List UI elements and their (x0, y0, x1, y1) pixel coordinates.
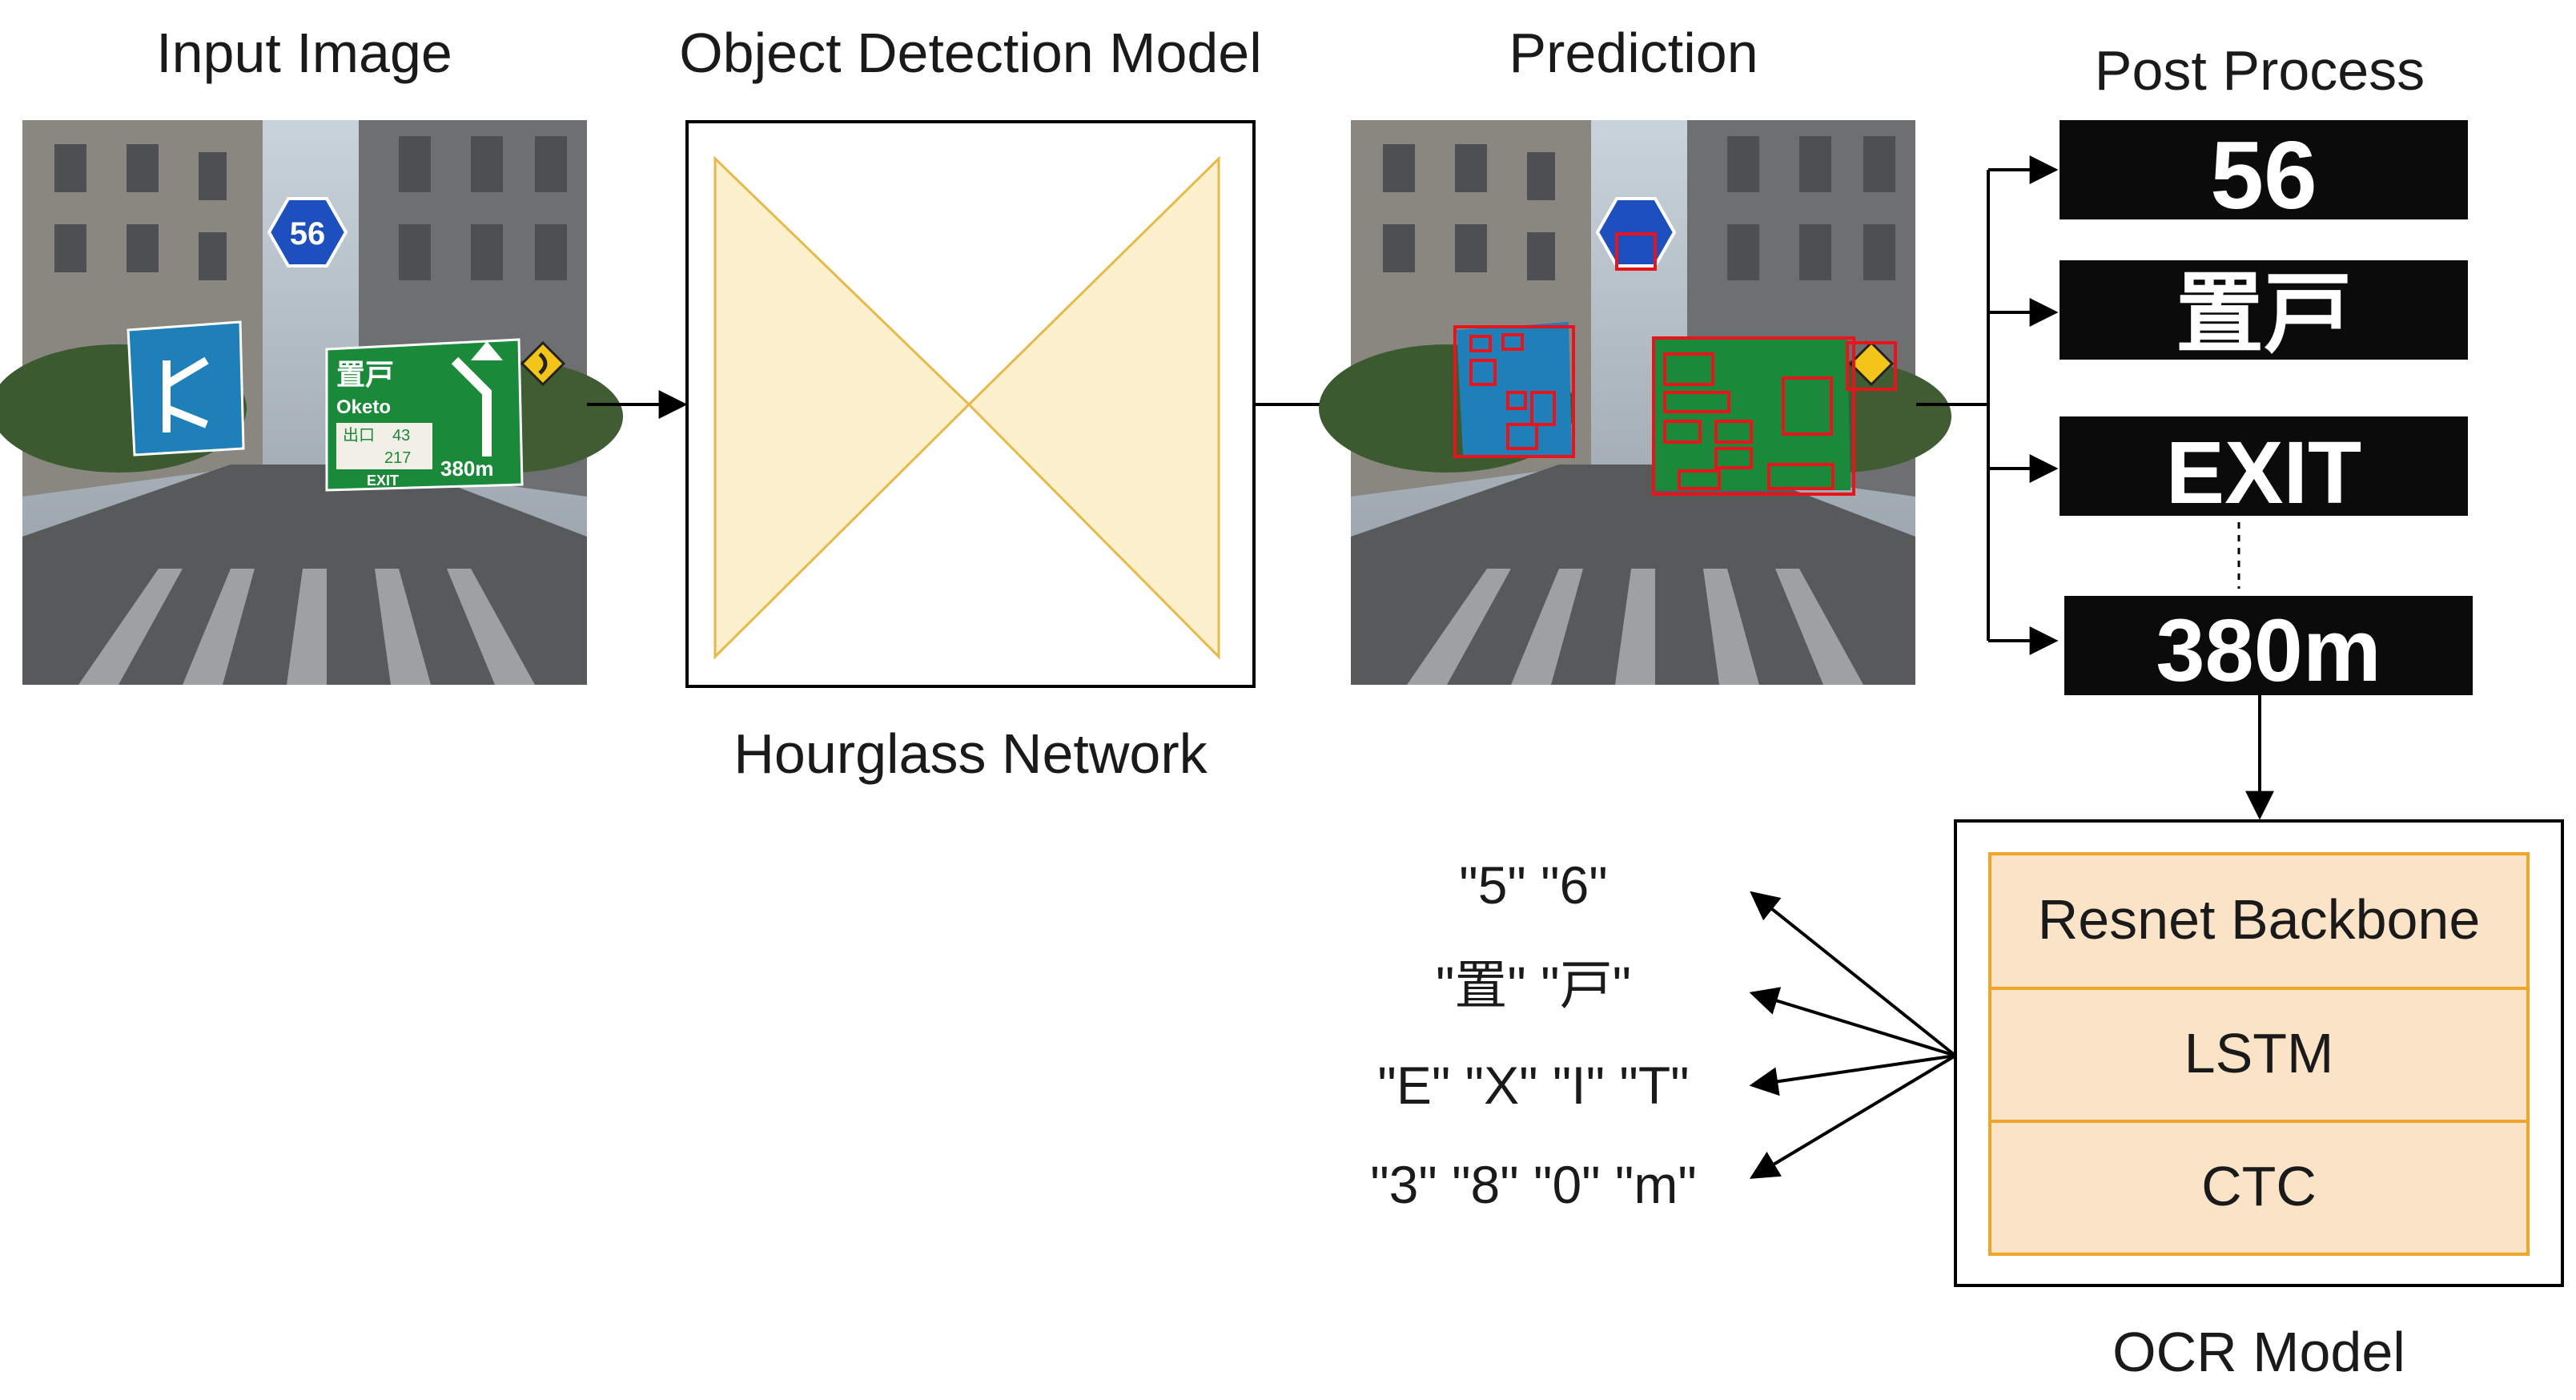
crop-exit-text: EXIT (2166, 424, 2362, 522)
crop-56-text: 56 (2210, 122, 2317, 229)
crop-380m: 380m (2064, 596, 2473, 700)
crop-exit: EXIT (2060, 416, 2468, 522)
output-oketo: "置" "戸" (1436, 955, 1631, 1015)
hourglass-left-wedge (713, 155, 971, 660)
green-sign-num-1: 43 (392, 427, 410, 445)
ocr-layer-ctc (1988, 1120, 2530, 1256)
ocr-layer-resnet-label: Resnet Backbone (2038, 888, 2481, 951)
input-scene-image: 56 置戸 Oketo 出口 43 217 EXIT 380m (0, 120, 623, 685)
green-sign-exit: EXIT (367, 473, 399, 489)
route-shield-number: 56 (290, 216, 326, 251)
ocr-layer-lstm-label: LSTM (2184, 1022, 2334, 1084)
ocr-layer-ctc-label: CTC (2201, 1155, 2317, 1217)
crop-oketo-text: 置戸 (2176, 265, 2352, 364)
detection-boxes (1453, 232, 1897, 496)
hourglass-right-wedge (967, 155, 1220, 660)
output-56: "5" "6" (1459, 855, 1607, 915)
ocr-model-title: OCR Model (2112, 1321, 2405, 1383)
detector-title: Object Detection Model (679, 22, 1262, 84)
green-sign-exit-kanji: 出口 (343, 426, 375, 445)
green-sign-num-2: 217 (384, 449, 411, 467)
crop-380m-text: 380m (2156, 601, 2381, 700)
output-380m: "3" "8" "0" "m" (1370, 1155, 1697, 1214)
crop-56: 56 (2060, 120, 2468, 229)
output-exit: "E" "X" "I" "T" (1377, 1056, 1689, 1115)
post-process-title: Post Process (2095, 39, 2425, 102)
green-sign-distance: 380m (440, 457, 494, 481)
prediction-image (1319, 120, 1951, 685)
crop-oketo: 置戸 (2060, 260, 2468, 364)
output-arrows (1749, 891, 1957, 1179)
detector-caption: Hourglass Network (733, 722, 1208, 785)
green-sign-title: 置戸 (336, 358, 394, 391)
green-sign-subtitle: Oketo (336, 396, 391, 418)
input-image-title: Input Image (156, 22, 452, 84)
prediction-title: Prediction (1509, 22, 1758, 84)
branch-connector (1916, 155, 2059, 655)
